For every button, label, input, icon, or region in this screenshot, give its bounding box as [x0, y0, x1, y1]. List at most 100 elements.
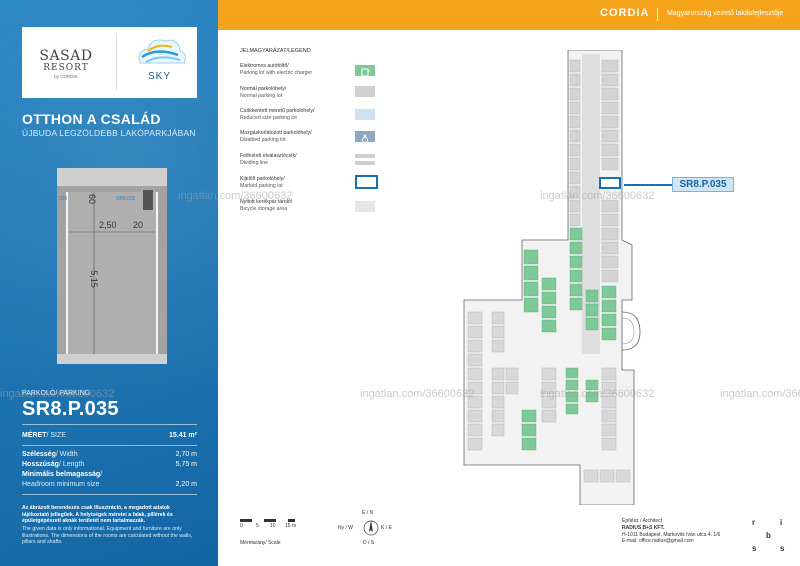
scale-tick-15: 15 m	[285, 523, 297, 529]
legend-swatch-normal	[355, 86, 375, 97]
disclaimer-hu: Az ábrázolt berendezés csak illusztráció…	[22, 505, 173, 524]
logo-box: SASAD RESORT by CORDIA SKY	[22, 27, 197, 98]
charger-icon	[361, 68, 370, 77]
width-value: 2,70 m	[175, 451, 197, 458]
plan-dim-60: 60	[87, 193, 98, 205]
watermark: ingatlan.com/36600632	[178, 190, 293, 202]
size-label: MÉRET	[22, 432, 47, 439]
length-row: Hosszúság/ Length 5,75 m	[22, 461, 197, 468]
parking-callout: SR8.P.035	[672, 177, 734, 192]
sasad-logo-sub: RESORT	[43, 63, 89, 73]
scale-bar	[240, 519, 295, 522]
garage-floor-plan	[462, 49, 642, 506]
legend-item-electric: Elektromos autótöltő/ Parking lot with e…	[240, 63, 312, 77]
logo-divider	[116, 35, 117, 90]
scale-label: Méretarány/ Scale	[240, 540, 281, 546]
sky-cloud-icon	[138, 39, 186, 64]
legend-marked-hu: Kijelölt parkolóhely/	[240, 176, 285, 182]
legend-disabled-en: Disabled parking lot	[240, 136, 286, 143]
compass-east: K / E	[381, 525, 392, 531]
legend-electric-en: Parking lot with electric charger	[240, 69, 313, 76]
disclaimer-en: The given data is only informational. Eq…	[22, 526, 193, 545]
plan-dim-20: 20	[133, 220, 144, 230]
scale-tick-10: 10	[270, 523, 276, 529]
wheelchair-icon	[362, 134, 368, 143]
rbs-letter-s2: s	[780, 544, 785, 553]
sasad-logo-by: by CORDIA	[54, 74, 78, 79]
legend-bicycle-hu: Nyitott kerékpár tároló/	[240, 199, 293, 205]
slogan: Magyarország vezető lakásfejlesztője	[667, 10, 784, 17]
size-row: MÉRET/ SIZE 15.41 m²	[22, 432, 197, 439]
legend-swatch-bicycle	[355, 201, 375, 212]
legend-normal-hu: Normál parkolóhely/	[240, 86, 287, 92]
sasad-logo-main: SASAD	[39, 48, 93, 64]
watermark: ingatlan.com/36600632	[360, 388, 475, 400]
rbs-letter-r: r	[752, 518, 756, 527]
watermark: ingatlan.com/36600632	[720, 388, 800, 400]
architect-email: E-mail: office.radius@gmail.com	[622, 538, 694, 545]
rbs-letter-i: i	[780, 518, 783, 527]
size-label-en: / SIZE	[46, 432, 66, 439]
floor-plan-drawing	[463, 49, 641, 506]
sky-logo-text: SKY	[147, 71, 171, 82]
rbs-letter-s1: s	[752, 544, 757, 553]
scale-tick-5: 5	[256, 523, 259, 529]
divider	[22, 445, 197, 446]
scale-label-en: / Scale	[265, 540, 281, 546]
compass: É / N Ny / W K / E D / S	[338, 510, 398, 550]
length-value: 5,75 m	[175, 461, 197, 468]
headroom-row: Minimális belmagasság/	[22, 471, 197, 478]
legend-reduced-hu: Csökkentett méretű parkolóhely/	[240, 108, 315, 114]
callout-line	[624, 184, 672, 186]
legend-electric-hu: Elektromos autótöltő/	[240, 63, 289, 69]
legend-item-marked: Kijelölt parkolóhely/ Marked parking lot	[240, 176, 285, 190]
parking-space-plan: 036 SR8.035 60 2,50 20 5,15	[57, 168, 167, 364]
plan-dim-width: 2,50	[99, 220, 117, 230]
compass-south: D / S	[363, 540, 375, 546]
headline: OTTHON A CSALÁD	[22, 111, 161, 127]
architect-title: Építész / Architect	[622, 518, 663, 524]
width-row: Szélesség/ Width 2,70 m	[22, 451, 197, 458]
legend-swatch-dividing-1	[355, 154, 375, 158]
plan-label-right: SR8.035	[116, 196, 136, 202]
scale-label-hu: Méretarány	[240, 540, 266, 546]
headroom-label-slash: /	[100, 471, 103, 478]
legend-reduced-en: Reduced size parking lot	[240, 114, 297, 121]
legend-item-disabled: Mozgáskorlátozott parkolóhely/ Disabled …	[240, 130, 312, 144]
compass-icon	[363, 520, 379, 536]
width-label: Szélesség	[22, 451, 56, 458]
subheadline: ÚJBUDA LEGZÖLDEBB LAKÓPARKJÁBAN	[22, 128, 196, 138]
watermark: ingatlan.com/36600632	[540, 190, 655, 202]
legend-item-reduced: Csökkentett méretű parkolóhely/ Reduced …	[240, 108, 314, 122]
legend-disabled-hu: Mozgáskorlátozott parkolóhely/	[240, 130, 312, 136]
divider	[22, 494, 197, 495]
width-label-en: / Width	[55, 451, 78, 458]
headroom-value: 2,20 m	[175, 481, 197, 488]
size-value: 15.41 m²	[168, 432, 197, 439]
watermark: ingatlan.com/36600632	[540, 388, 655, 400]
left-panel: SASAD RESORT by CORDIA SKY OTTHON A CSAL…	[0, 0, 218, 566]
compass-west: Ny / W	[338, 525, 353, 531]
legend-swatch-electric	[355, 65, 375, 77]
legend-dividing-en: Dividing line	[240, 159, 268, 166]
compass-north: É / N	[362, 510, 374, 516]
legend-item-bicycle: Nyitott kerékpár tároló/ Bicycle storage…	[240, 199, 292, 213]
legend-dividing-hu: Felfestett elválasztócsík/	[240, 153, 297, 159]
legend-swatch-dividing-2	[355, 161, 375, 165]
parking-label: PARKOLÓ/ PARKING	[22, 390, 91, 397]
watermark: ingatlan.com/36600632	[0, 388, 115, 400]
architect-company: RADIUS B+S KFT.	[622, 524, 665, 531]
rbs-letter-b: b	[766, 531, 771, 540]
legend-item-dividing: Felfestett elválasztócsík/ Dividing line	[240, 153, 297, 167]
sky-logo: SKY	[122, 27, 197, 98]
headroom-row-en: Headroom minimum size 2,20 m	[22, 481, 197, 488]
plan-label-left: 036	[59, 196, 68, 202]
scale-tick-0: 0	[240, 523, 243, 529]
cordia-logo: CORDIA	[600, 7, 650, 19]
topbar-divider	[657, 8, 658, 21]
legend-item-normal: Normál parkolóhely/ Normal parking lot	[240, 86, 286, 100]
headroom-label: Minimális belmagasság	[22, 471, 101, 478]
top-bar	[218, 0, 800, 30]
parking-id: SR8.P.035	[22, 398, 119, 420]
